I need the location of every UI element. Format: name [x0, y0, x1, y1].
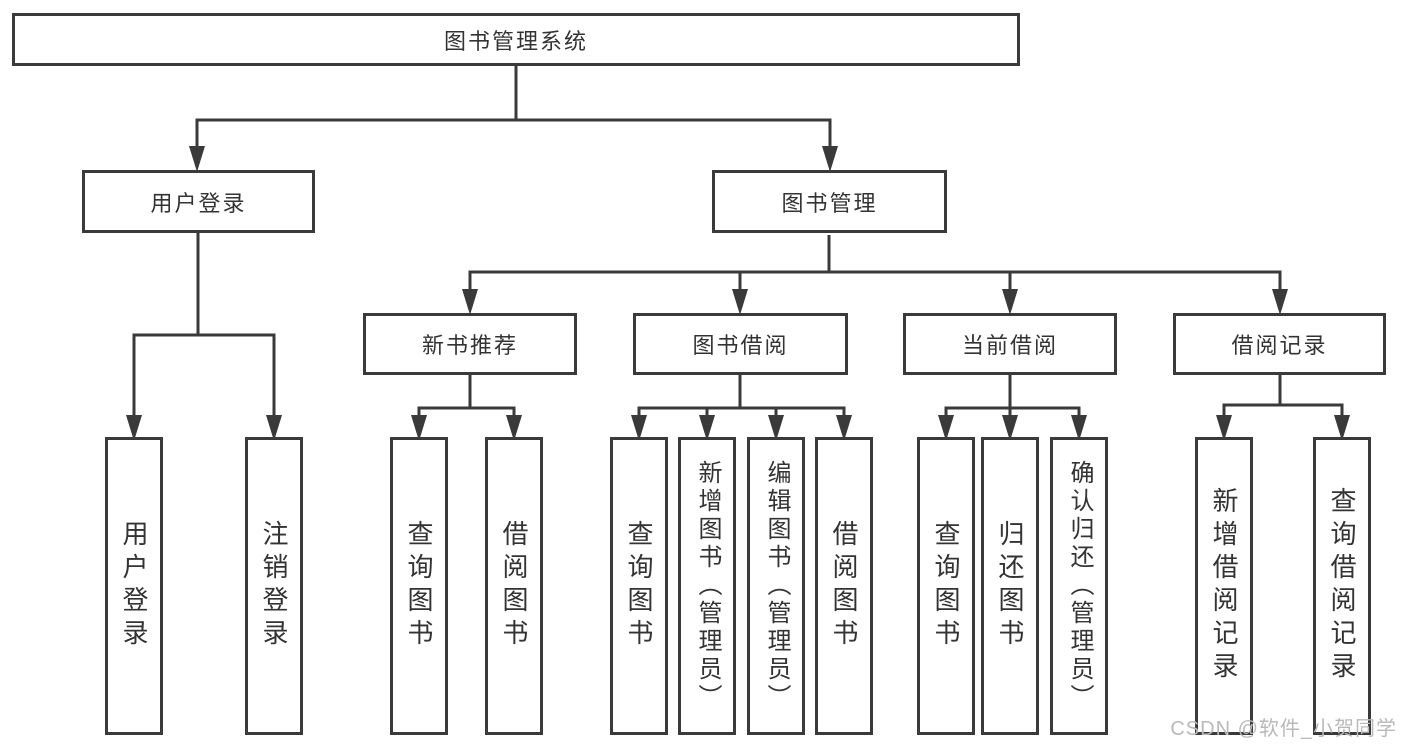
- leaf-user-login-label: 用户登录: [119, 520, 149, 652]
- node-new-book-recommend: 新书推荐: [363, 313, 577, 375]
- leaf-confirm-return-admin-label: 确认归还（管理员）: [1066, 460, 1093, 712]
- leaf-query-books-recommend-label: 查询图书: [404, 520, 434, 652]
- node-user-login: 用户登录: [82, 170, 315, 233]
- leaf-borrow-books: 借阅图书: [815, 437, 873, 735]
- leaf-logout-label: 注销登录: [259, 520, 289, 652]
- leaf-query-borrow-record-label: 查询借阅记录: [1327, 487, 1357, 685]
- leaf-query-books-current: 查询图书: [917, 437, 975, 735]
- node-current-borrowing: 当前借阅: [903, 313, 1117, 375]
- leaf-query-borrow-record: 查询借阅记录: [1313, 437, 1371, 735]
- node-new-book-recommend-label: 新书推荐: [421, 333, 518, 358]
- leaf-query-books-recommend: 查询图书: [390, 437, 448, 735]
- node-library-system-label: 图书管理系统: [443, 28, 588, 54]
- csdn-watermark: CSDN @软件_小贺同学: [1170, 718, 1397, 740]
- node-library-system: 图书管理系统: [12, 13, 1020, 66]
- leaf-query-books-borrow: 查询图书: [610, 437, 668, 735]
- leaf-return-books: 归还图书: [981, 437, 1039, 735]
- leaf-confirm-return-admin: 确认归还（管理员）: [1050, 437, 1108, 735]
- node-user-login-label: 用户登录: [150, 190, 247, 216]
- leaf-query-books-borrow-label: 查询图书: [624, 520, 654, 652]
- leaf-query-books-current-label: 查询图书: [931, 520, 961, 652]
- leaf-edit-books-admin: 编辑图书（管理员）: [747, 437, 805, 735]
- node-book-management: 图书管理: [712, 170, 947, 233]
- leaf-borrow-books-recommend: 借阅图书: [485, 437, 543, 735]
- node-borrow-records-label: 借阅记录: [1231, 333, 1328, 358]
- leaf-logout: 注销登录: [245, 437, 303, 735]
- node-book-borrowing-label: 图书借阅: [692, 333, 789, 358]
- leaf-return-books-label: 归还图书: [995, 520, 1025, 652]
- leaf-add-borrow-record: 新增借阅记录: [1195, 437, 1253, 735]
- node-borrow-records: 借阅记录: [1173, 313, 1386, 375]
- node-book-management-label: 图书管理: [781, 190, 878, 216]
- leaf-borrow-books-recommend-label: 借阅图书: [499, 520, 529, 652]
- leaf-add-books-admin: 新增图书（管理员）: [678, 437, 736, 735]
- leaf-user-login: 用户登录: [105, 437, 163, 735]
- leaf-edit-books-admin-label: 编辑图书（管理员）: [763, 460, 790, 712]
- node-book-borrowing: 图书借阅: [633, 313, 848, 375]
- leaf-borrow-books-label: 借阅图书: [829, 520, 859, 652]
- leaf-add-books-admin-label: 新增图书（管理员）: [694, 460, 721, 712]
- node-current-borrowing-label: 当前借阅: [961, 333, 1058, 358]
- leaf-add-borrow-record-label: 新增借阅记录: [1209, 487, 1239, 685]
